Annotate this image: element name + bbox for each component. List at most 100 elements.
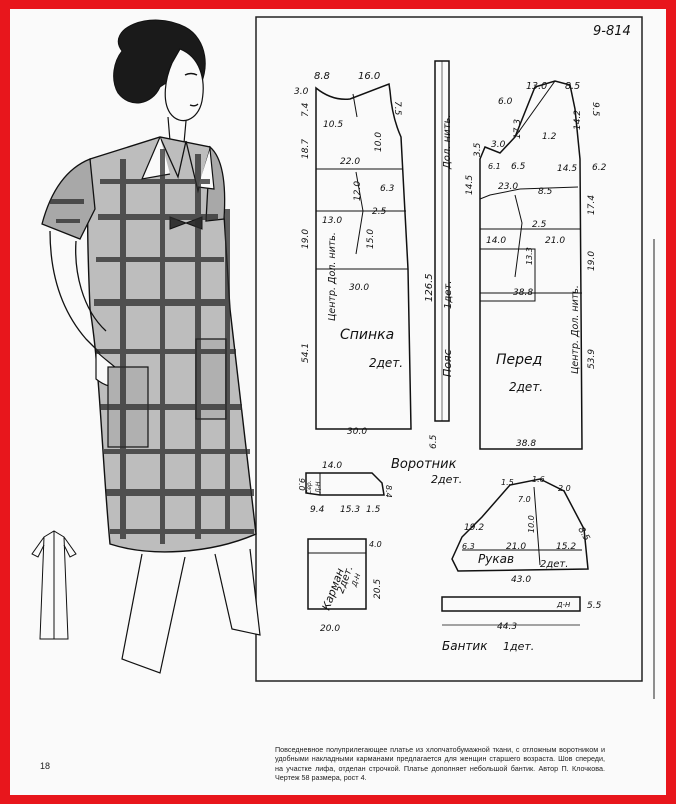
- dim-label: 16.0: [358, 71, 380, 82]
- dim-label: 13.0: [526, 81, 547, 92]
- grain-label: Дол. нить.: [442, 114, 453, 170]
- front-piece: [479, 80, 583, 450]
- dim-label: 43.0: [511, 575, 531, 585]
- dim-label: 14.0: [322, 461, 342, 471]
- dim-label: 19.0: [587, 251, 597, 271]
- dim-label: 17.3: [513, 119, 523, 139]
- plaid-texture: [50, 149, 254, 544]
- dim-label: 20.5: [373, 579, 383, 599]
- flat-sketch: [31, 530, 77, 640]
- dim-label: 44.3: [497, 622, 517, 632]
- dim-label: 1.5: [366, 505, 381, 515]
- piece-count-front: 2дет.: [509, 380, 543, 394]
- dim-label: 8.4: [384, 485, 393, 498]
- dim-label: 6.0: [498, 97, 513, 107]
- piece-name-belt: Пояс: [441, 349, 454, 377]
- dim-label: 8.5: [575, 526, 591, 544]
- dim-label: 6.2: [592, 163, 607, 173]
- dim-label: 8.8: [314, 71, 330, 82]
- dim-label: 3.0: [491, 140, 506, 150]
- dim-label: 21.0: [545, 236, 565, 246]
- dim-label: 7.5: [392, 101, 402, 116]
- piece-name-front: Перед: [496, 352, 542, 368]
- dim-label: 18.7: [301, 139, 311, 159]
- dim-label: 4.0: [369, 540, 382, 549]
- dim-label: 14.5: [465, 175, 475, 195]
- grain-label: Центр. Дол. нить.: [570, 285, 581, 374]
- dim-label: 20.0: [320, 624, 340, 634]
- dim-label: 38.8: [516, 439, 536, 449]
- dim-label: 7.0: [518, 495, 531, 504]
- sleeve-piece: 1.5 1.6 2.0 7.0 19.2 10.0 8.5 6.3 21.0 1…: [451, 475, 591, 585]
- dim-label: 7.4: [301, 102, 311, 117]
- dim-label: 19.2: [464, 523, 484, 533]
- back-piece: [315, 82, 412, 430]
- dim-label: 3.5: [473, 142, 483, 157]
- dim-label: 23.0: [498, 182, 518, 192]
- front-measurements: 13.0 8.5 6.0 9.5 17.3 1.2 14.2 3.5 3.0 6…: [465, 81, 607, 449]
- dim-label: 126.5: [424, 273, 435, 302]
- dim-label: 1.6: [532, 475, 545, 484]
- dim-label: 6.3: [462, 542, 475, 551]
- dim-label: 17.4: [587, 195, 597, 215]
- dim-label: 14.2: [573, 110, 583, 130]
- piece-name-back: Спинка: [340, 327, 394, 343]
- dim-label: 10.0: [527, 515, 536, 533]
- dim-label: 14.0: [486, 236, 506, 246]
- dim-label: 21.0: [506, 542, 526, 552]
- dim-label: 1.2: [542, 132, 557, 142]
- dim-label: 15.0: [366, 229, 376, 249]
- dim-label: 1.5: [501, 478, 514, 487]
- piece-name-collar: Воротник: [391, 457, 457, 472]
- dim-label: 10.0: [374, 132, 384, 152]
- dim-label: 38.8: [513, 288, 533, 298]
- dim-label: 10.5: [323, 120, 343, 130]
- dim-label: 15.3: [340, 505, 360, 515]
- bow-piece: Д-Н 5.5 44.3 Бантик 1дет.: [441, 596, 602, 653]
- pattern-code: 9-814: [593, 24, 631, 39]
- dim-label: 19.0: [301, 229, 311, 249]
- dim-label: 8.5: [538, 187, 553, 197]
- piece-count-collar: 2дет.: [431, 473, 462, 486]
- pattern-frame: [255, 16, 643, 682]
- pocket-piece: 4.0 20.5 20.0 Карман 2дет. Д-Н: [307, 538, 383, 634]
- dim-label: 2.5: [372, 207, 387, 217]
- back-measurements: 8.8 16.0 3.0 7.5 10.5 7.4 18.7 22.0 10.0…: [294, 71, 403, 437]
- dim-label: 12.0: [353, 181, 363, 201]
- caption-text: Повседневное полуприлегающее платье из х…: [275, 745, 605, 783]
- dim-label: 2.5: [532, 220, 547, 230]
- dim-label: 6.3: [380, 184, 395, 194]
- page-number: 18: [40, 761, 51, 771]
- collar-piece: 14.0 9.0 8.4 Сер. Д-Н 9.4 15.3 1.5 Ворот…: [297, 457, 462, 515]
- fold-label: Д-Н: [315, 481, 322, 494]
- dim-label: 6.5: [511, 162, 526, 172]
- pattern-sheet: 8.8 16.0 3.0 7.5 10.5 7.4 18.7 22.0 10.0…: [31, 16, 655, 699]
- grain-label: Сер.: [306, 480, 313, 494]
- dim-label: 54.1: [301, 343, 311, 363]
- piece-count-back: 2дет.: [369, 356, 403, 370]
- dim-label: 15.2: [556, 542, 576, 552]
- grain-label: Центр. Дол. нить.: [327, 232, 338, 321]
- fold-label: Д-Н: [556, 601, 571, 609]
- piece-count-bow: 1дет.: [503, 640, 534, 653]
- dim-label: 2.0: [558, 484, 571, 493]
- belt-piece: 126.5 6.5 Дол. нить. Пояс 1дет.: [424, 60, 454, 449]
- dim-label: 14.5: [557, 164, 577, 174]
- dim-label: 53.9: [587, 349, 597, 369]
- dim-label: 6.5: [429, 434, 439, 449]
- dim-label: 13.0: [322, 216, 342, 226]
- dim-label: 13.3: [525, 247, 534, 265]
- dim-label: 3.0: [294, 87, 309, 97]
- piece-count-belt: 1дет.: [443, 281, 454, 309]
- dim-label: 5.5: [587, 601, 602, 611]
- piece-name-sleeve: Рукав: [478, 552, 514, 566]
- dim-label: 30.0: [349, 283, 369, 293]
- piece-name-bow: Бантик: [442, 639, 488, 653]
- dim-label: 8.5: [565, 81, 580, 92]
- dim-label: 30.0: [347, 427, 367, 437]
- dim-label: 9.5: [590, 102, 600, 117]
- dim-label: 22.0: [340, 157, 360, 167]
- magazine-page: 8.8 16.0 3.0 7.5 10.5 7.4 18.7 22.0 10.0…: [10, 9, 666, 795]
- piece-count-sleeve: 2дет.: [540, 559, 568, 570]
- dim-label: 9.0: [297, 478, 306, 491]
